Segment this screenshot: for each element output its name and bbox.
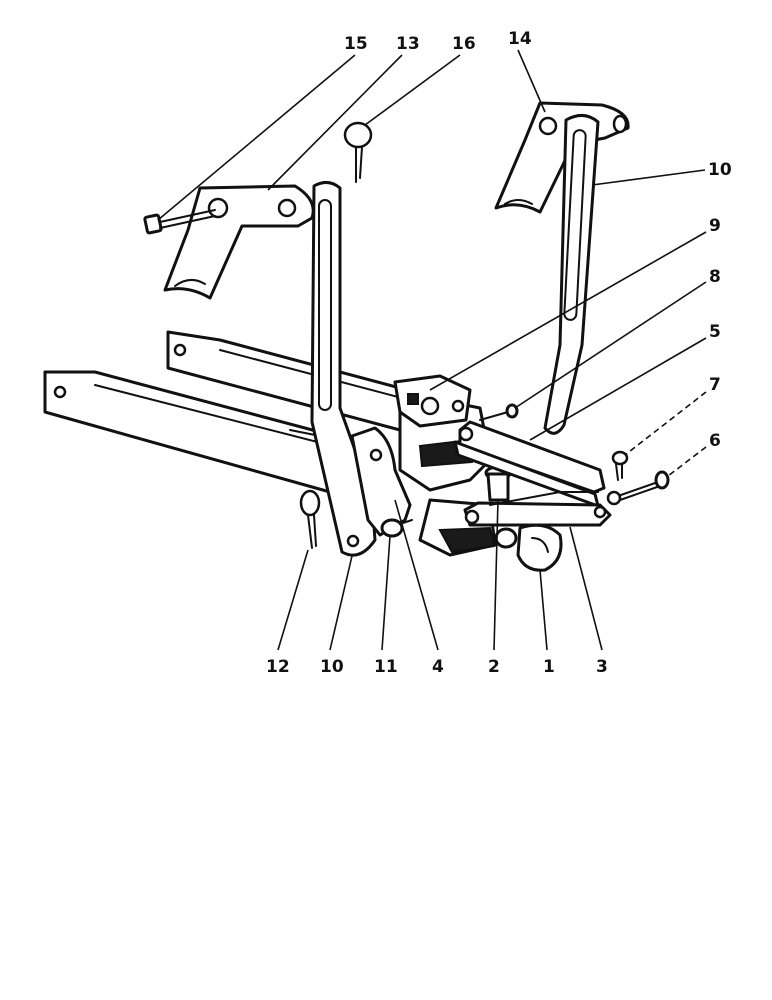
stud-part-2 — [484, 465, 512, 502]
callout-5: 5 — [709, 322, 721, 342]
bracket-plate-part-9 — [393, 374, 472, 428]
callout-4: 4 — [432, 657, 444, 677]
callout-1: 1 — [543, 657, 555, 677]
lower-link-part-3 — [463, 491, 612, 527]
leader-8 — [514, 281, 707, 409]
leader-7 — [624, 391, 707, 456]
leader-11 — [381, 535, 391, 651]
linch-pin-part-12 — [299, 489, 321, 549]
upper-link-part-5 — [453, 420, 606, 508]
callout-10-bottom: 10 — [320, 657, 344, 677]
right-upper-bracket — [494, 101, 630, 214]
leader-13 — [267, 54, 403, 191]
callout-13: 13 — [396, 34, 420, 54]
hook-part-1 — [494, 523, 563, 572]
stud-part-11 — [380, 518, 413, 538]
leader-12 — [277, 549, 309, 651]
leader-9 — [429, 231, 707, 391]
callout-10-top: 10 — [708, 160, 732, 180]
leader-10-top — [591, 169, 706, 186]
callout-6: 6 — [709, 431, 721, 451]
left-upper-bracket — [163, 184, 315, 300]
callout-labels: 15 13 16 14 10 9 8 5 7 6 12 10 11 4 2 1 … — [266, 29, 732, 677]
leader-1 — [539, 569, 548, 651]
callout-16: 16 — [452, 34, 476, 54]
callout-3: 3 — [596, 657, 608, 677]
callout-12: 12 — [266, 657, 290, 677]
callout-9: 9 — [709, 216, 721, 236]
linch-pin-part-7 — [611, 450, 629, 481]
leader-3 — [569, 526, 603, 651]
pin-part-16 — [343, 121, 373, 183]
leader-16 — [364, 54, 461, 126]
callout-8: 8 — [709, 267, 721, 287]
left-lift-rod — [310, 181, 377, 557]
leader-lines — [157, 49, 707, 651]
leader-6 — [667, 446, 707, 477]
leader-4 — [394, 499, 439, 651]
callout-14: 14 — [508, 29, 532, 49]
leader-5 — [529, 337, 707, 441]
bolt-part-8 — [479, 403, 519, 421]
bolt-part-6 — [606, 470, 670, 506]
leader-15 — [157, 54, 356, 221]
callout-7: 7 — [709, 375, 721, 395]
bolt-part-15 — [143, 209, 216, 235]
leader-10-bottom — [329, 555, 353, 651]
callout-11: 11 — [374, 657, 398, 677]
leader-2 — [493, 499, 499, 651]
callout-15: 15 — [344, 34, 368, 54]
leader-14 — [517, 49, 546, 113]
callout-2: 2 — [488, 657, 500, 677]
